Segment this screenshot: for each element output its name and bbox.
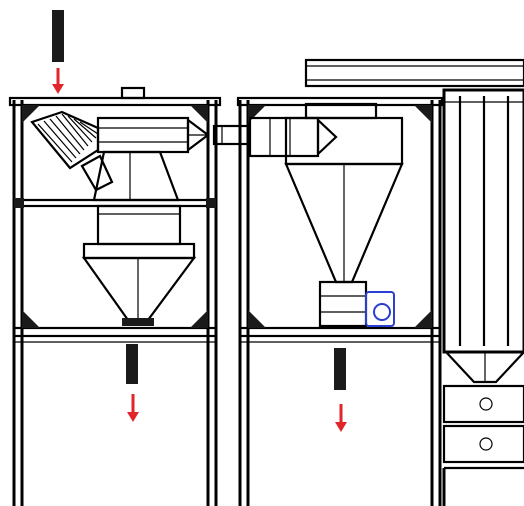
hatched-inlet (30, 110, 100, 170)
gusset (22, 310, 40, 328)
middle-frame (236, 96, 444, 506)
gusset (22, 105, 40, 123)
left-frame (8, 96, 222, 506)
rotated-label (334, 348, 346, 390)
rotated-label (52, 10, 64, 62)
gusset (190, 310, 208, 328)
label-left-mid (126, 344, 138, 384)
arrow-down-icon (335, 404, 347, 432)
bag-filter (304, 58, 524, 506)
rotated-label (126, 344, 138, 384)
gusset (190, 105, 208, 123)
gusset (414, 105, 432, 123)
cyclone-separator (248, 102, 404, 328)
arrow-down-icon (127, 394, 139, 422)
arrow-down-icon (52, 68, 64, 94)
drawer (442, 424, 524, 464)
gusset (248, 310, 266, 328)
screw-conveyor (30, 86, 210, 326)
drawer-knob (479, 437, 493, 451)
gusset (414, 310, 432, 328)
drawer-knob (479, 397, 493, 411)
drawer (442, 384, 524, 424)
label-left-top (52, 10, 64, 62)
label-middle (334, 348, 346, 390)
motor-icon (365, 291, 395, 327)
connecting-duct (212, 124, 250, 146)
